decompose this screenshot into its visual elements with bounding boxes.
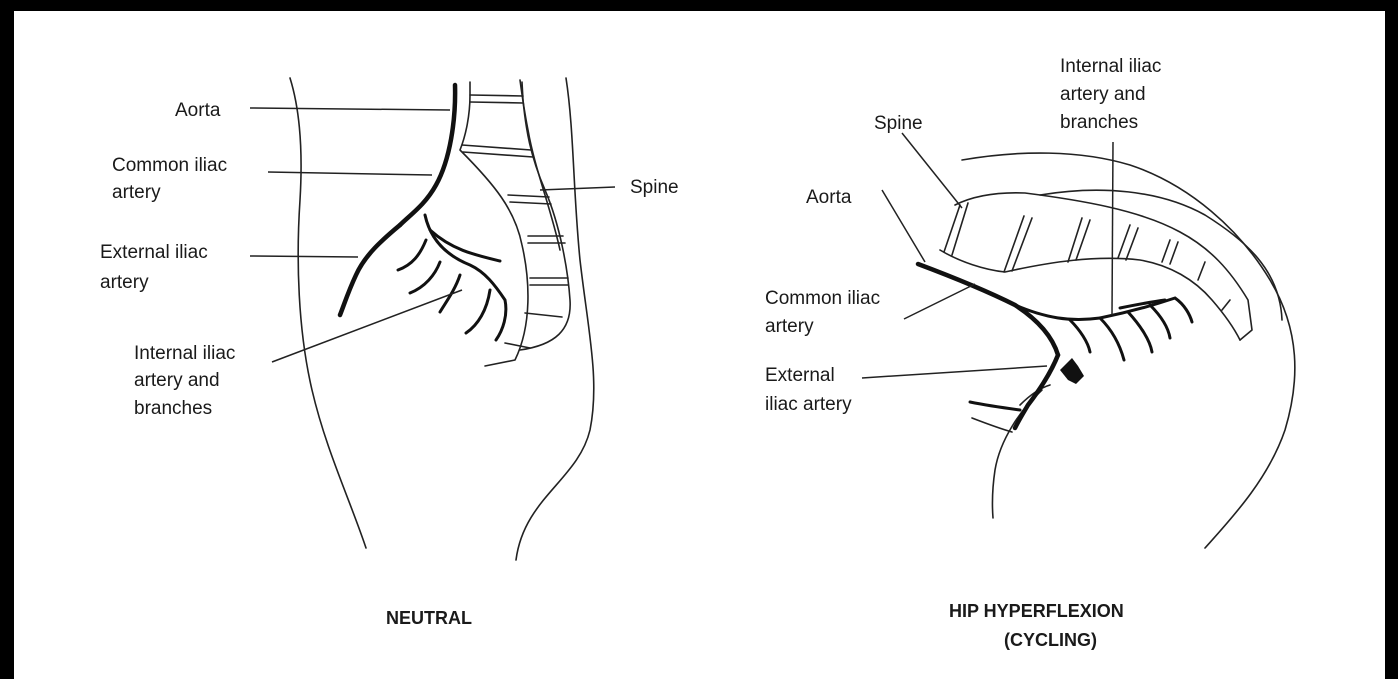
neutral-label-external-iliac: External iliac: [100, 242, 208, 263]
neutral-aorta-common-iliac: [400, 85, 455, 225]
hyperflexion-aorta-pointer: [882, 190, 925, 262]
hyperflexion-caption-2: (CYCLING): [1004, 630, 1097, 650]
hyperflexion-caption: HIP HYPERFLEXION: [949, 601, 1124, 621]
hyperflexion-label-internal-iliac-2: artery and: [1060, 84, 1146, 105]
neutral-label-common-iliac: Common iliac: [112, 155, 227, 176]
neutral-internal-iliac: [425, 215, 506, 340]
neutral-body-outline-front: [290, 78, 366, 548]
neutral-internal-iliac-pointer: [272, 290, 462, 362]
neutral-external-iliac: [340, 225, 400, 315]
neutral-label-external-iliac-2: artery: [100, 272, 149, 293]
neutral-label-internal-iliac: Internal iliac: [134, 343, 235, 364]
hyperflexion-internal-iliac: [1015, 298, 1192, 322]
hyperflexion-figure: Internal iliac artery and branches Spine…: [765, 56, 1295, 650]
neutral-pelvis-curve: [520, 80, 560, 250]
neutral-label-internal-iliac-2: artery and: [134, 370, 220, 391]
hyperflexion-label-spine: Spine: [874, 113, 923, 134]
hyperflexion-label-external-iliac-2: iliac artery: [765, 394, 852, 415]
neutral-label-internal-iliac-3: branches: [134, 398, 212, 419]
hyperflexion-label-common-iliac-2: artery: [765, 316, 814, 337]
hyperflexion-spine-pointer: [902, 133, 962, 208]
hyperflexion-aorta-common-iliac: [918, 264, 1058, 355]
hyperflexion-label-internal-iliac: Internal iliac: [1060, 56, 1161, 77]
neutral-common-iliac-pointer: [268, 172, 432, 175]
figure-canvas: Aorta Common iliac artery External iliac…: [14, 11, 1385, 679]
neutral-external-iliac-pointer: [250, 256, 358, 257]
neutral-label-common-iliac-2: artery: [112, 182, 161, 203]
hyperflexion-label-common-iliac: Common iliac: [765, 288, 880, 309]
hyperflexion-label-aorta: Aorta: [806, 187, 852, 208]
neutral-aorta-pointer: [250, 108, 450, 110]
hyperflexion-external-branch: [970, 402, 1020, 410]
compression-arrow-icon: [1060, 358, 1084, 384]
hyperflexion-common-iliac-pointer: [904, 284, 975, 319]
neutral-caption: NEUTRAL: [386, 608, 472, 628]
neutral-figure: Aorta Common iliac artery External iliac…: [100, 78, 679, 628]
hyperflexion-internal-iliac-pointer: [1112, 142, 1113, 315]
neutral-label-spine: Spine: [630, 177, 679, 198]
neutral-spine-pointer: [540, 187, 615, 190]
hyperflexion-label-external-iliac: External: [765, 365, 835, 386]
neutral-label-aorta: Aorta: [175, 100, 221, 121]
hyperflexion-label-internal-iliac-3: branches: [1060, 112, 1138, 133]
hyperflexion-external-iliac-pointer: [862, 366, 1047, 378]
